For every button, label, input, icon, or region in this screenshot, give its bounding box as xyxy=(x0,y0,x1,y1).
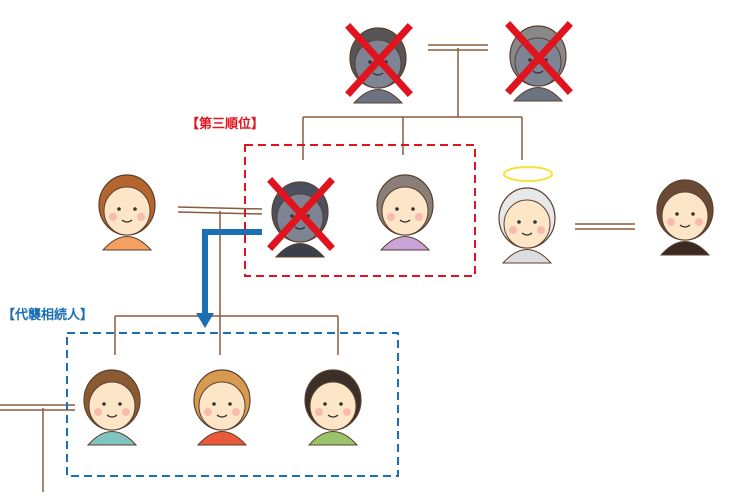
person-child-1 xyxy=(83,369,141,446)
person-mother xyxy=(656,179,714,256)
person-father-angel xyxy=(498,166,556,264)
halo-icon xyxy=(503,166,553,182)
person-child-3 xyxy=(304,369,362,446)
cross-mark-icon xyxy=(267,177,335,251)
cross-mark-icon xyxy=(505,21,573,95)
tree-lines xyxy=(0,44,635,492)
cross-mark-icon xyxy=(345,23,413,97)
person-uncle-wife xyxy=(98,174,156,251)
person-grandfather xyxy=(345,23,413,104)
person-uncle xyxy=(267,177,335,258)
substitution-arrow xyxy=(196,229,262,328)
substitute-heirs-label: 【代襲相続人】 xyxy=(2,308,94,323)
marriage-line-uncle xyxy=(177,206,263,210)
third-rank-box xyxy=(244,144,476,277)
third-rank-label: 【第三順位】 xyxy=(186,117,265,132)
substitute-heirs-box xyxy=(66,332,399,477)
person-grandmother xyxy=(505,21,573,102)
person-aunt xyxy=(376,174,434,251)
person-child-2 xyxy=(193,369,251,446)
